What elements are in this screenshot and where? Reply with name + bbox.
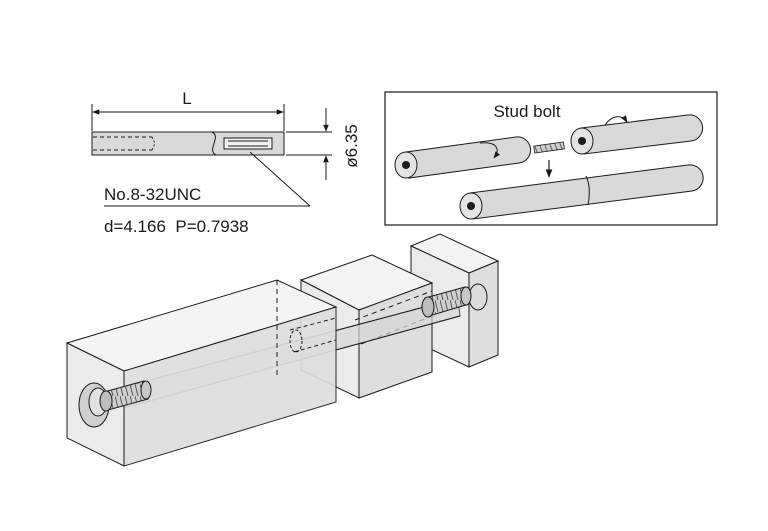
rod-end-hole (402, 161, 410, 169)
thread-spec-label: No.8-32UNC (104, 185, 201, 204)
diameter-label: ø6.35 (342, 124, 361, 167)
rod-end-hole (467, 202, 475, 210)
thread-detail (223, 137, 273, 150)
inset-combined-rod (459, 164, 704, 220)
long-block (65, 279, 338, 467)
stud-bolt-label: Stud bolt (493, 102, 560, 121)
rotation-arrow-left (479, 142, 501, 159)
rod-end-hole (578, 137, 586, 145)
thread-leader-line (249, 151, 311, 207)
section-break-curve (211, 131, 217, 156)
far-stud-thread (421, 286, 472, 318)
rotation-arrow-right (604, 115, 628, 126)
stud-bolt (533, 141, 565, 154)
inset-left-rod (394, 136, 532, 179)
far-block-counterbore (468, 283, 488, 311)
length-label: L (182, 89, 191, 108)
block-assembly (65, 233, 500, 467)
inset-right-rod (570, 114, 704, 155)
rod-joint-line (585, 175, 590, 206)
near-stud-thread (99, 380, 152, 412)
rod-drawing (91, 104, 332, 207)
thread-params-label: d=4.166 P=0.7938 (104, 217, 249, 236)
stud-bolt-inset: Stud bolt (384, 91, 718, 226)
